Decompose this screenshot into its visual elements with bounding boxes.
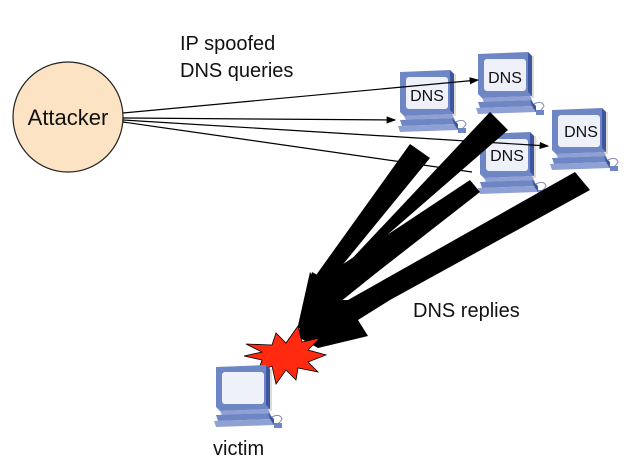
attacker-node: Attacker: [12, 61, 124, 173]
dns-server-3: DNS: [477, 131, 547, 196]
query-arrow: [122, 77, 480, 114]
queries-label-line2: DNS queries: [180, 60, 293, 82]
replies-label: DNS replies: [413, 300, 520, 322]
reply-arrow: [298, 112, 508, 336]
dns-server-label: DNS: [410, 88, 444, 105]
attacker-label: Attacker: [28, 105, 109, 130]
dns-server-2: DNS: [475, 51, 545, 116]
impact-explosion-icon: [243, 325, 328, 385]
reply-arrow: [296, 172, 590, 348]
reply-arrows: [296, 112, 590, 348]
dns-server-4: DNS: [549, 107, 619, 172]
dns-server-1: DNS: [397, 69, 467, 134]
query-arrow: [122, 116, 397, 124]
victim-label: victim: [213, 438, 264, 459]
victim-computer: [213, 364, 283, 429]
dns-server-label: DNS: [490, 148, 524, 165]
reply-arrow: [302, 180, 480, 332]
reply-arrow: [297, 144, 430, 330]
dns-server-label: DNS: [564, 124, 598, 141]
queries-label-line1: IP spoofed: [180, 33, 275, 55]
dns-server-label: DNS: [488, 70, 522, 87]
